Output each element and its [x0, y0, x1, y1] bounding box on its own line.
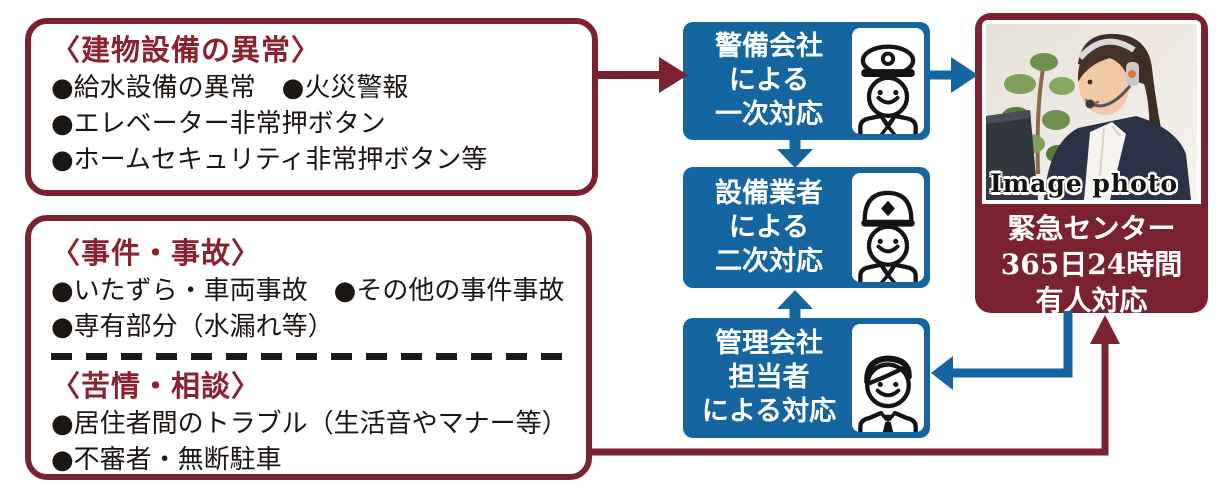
management-company-label: 管理会社 担当者 による対応	[683, 318, 855, 438]
building-abnormality-heading: 〈建物設備の異常〉	[51, 33, 322, 67]
call-center-operator-photo: Image photo	[986, 24, 1197, 200]
computer-monitor	[986, 110, 1038, 200]
security-company-box: 警備会社 による 一次対応	[683, 22, 930, 140]
headset-mic-boom	[1091, 85, 1132, 108]
incident-complaint-box: 〈事件・事故〉 ●いたずら・車両事故 ●その他の事件事故 ●専有部分（水漏れ等）…	[25, 215, 592, 480]
flow-line: による対応	[701, 396, 837, 427]
emergency-line: 365日24時間	[1000, 248, 1183, 281]
image-photo-label: Image photo	[990, 169, 1178, 198]
flow-line: 管理会社	[715, 328, 823, 359]
emergency-center-label: 緊急センター 365日24時間 有人対応	[975, 211, 1208, 319]
complaint-bullet-line: ●居住者間のトラブル（生活音やマナー等）	[51, 409, 568, 439]
flow-line: 一次対応	[715, 99, 823, 130]
flow-line: による	[728, 211, 810, 243]
arrow-security-to-equipment	[777, 139, 813, 168]
equipment-contractor-box: 設備業者 による 二次対応	[683, 167, 930, 288]
arrow-security-to-emergency	[930, 57, 978, 93]
building-bullet-line: ●ホームセキュリティ非常押ボタン等	[51, 145, 488, 175]
arrow-management-to-equipment	[777, 290, 813, 319]
complaint-bullet-line: ●不審者・無断駐車	[51, 445, 282, 475]
dashed-divider	[51, 353, 562, 360]
equipment-contractor-label: 設備業者 による 二次対応	[683, 167, 855, 288]
complaint-heading: 〈苦情・相談〉	[51, 369, 262, 403]
security-guard-icon	[852, 28, 924, 134]
flow-line: 設備業者	[715, 177, 823, 209]
helmet-worker-icon	[852, 173, 924, 282]
headset-band	[1077, 38, 1136, 61]
building-bullet-line: ●エレベーター非常押ボタン	[51, 109, 386, 139]
emergency-center-box: Image photo 緊急センター 365日24時間 有人対応	[975, 13, 1208, 317]
arrow-emergency-to-management	[931, 311, 1073, 390]
incident-bullet-line: ●専有部分（水漏れ等）	[51, 312, 334, 342]
flow-line: 担当者	[728, 362, 810, 393]
manager-icon	[852, 324, 924, 432]
emergency-line: 緊急センター	[1007, 212, 1176, 245]
building-abnormality-box: 〈建物設備の異常〉 ●給水設備の異常 ●火災警報 ●エレベーター非常押ボタン ●…	[25, 18, 598, 196]
incident-heading: 〈事件・事故〉	[51, 236, 262, 270]
security-company-label: 警備会社 による 一次対応	[683, 22, 855, 140]
operator-woman	[1044, 33, 1191, 200]
photo-frame: Image photo	[982, 20, 1201, 204]
flow-line: 警備会社	[715, 31, 823, 62]
building-bullet-line: ●給水設備の異常 ●火災警報	[51, 73, 409, 103]
flow-line: 二次対応	[715, 245, 823, 277]
arrow-building-to-security	[598, 57, 688, 93]
emergency-line: 有人対応	[1035, 284, 1148, 317]
incident-bullet-line: ●いたずら・車両事故 ●その他の事件事故	[51, 276, 565, 306]
flow-line: による	[728, 65, 810, 96]
management-company-box: 管理会社 担当者 による対応	[683, 318, 930, 438]
